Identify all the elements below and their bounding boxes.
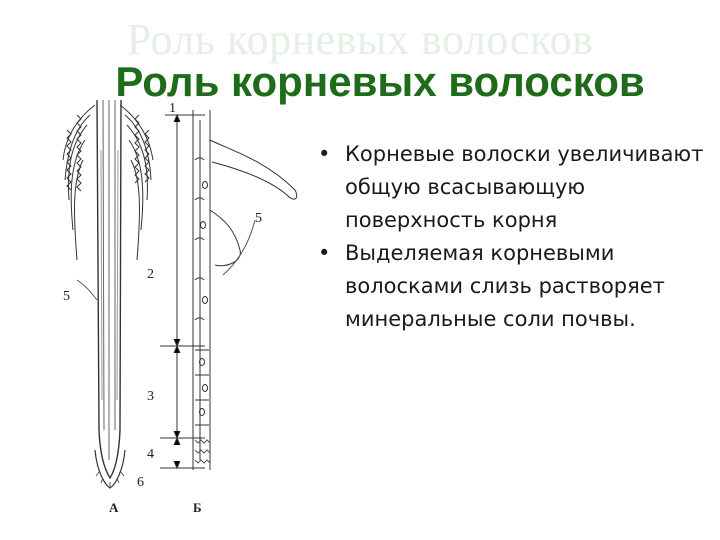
label-panel-b: Б	[193, 500, 202, 515]
label-zone-1: 1	[169, 101, 176, 116]
root-panel-b	[77, 110, 297, 470]
root-panel-a	[63, 100, 153, 488]
label-panel-a: А	[109, 500, 119, 515]
label-hair-left: 5	[63, 289, 70, 304]
zone-markers	[160, 115, 205, 468]
root-diagram: 1 2 3 4 6 5 5 А Б	[55, 100, 320, 520]
label-root-cap: 6	[137, 475, 144, 490]
label-zone-4: 4	[147, 447, 154, 462]
bullet-text: Выделяемая корневыми волосками слизь рас…	[345, 237, 712, 336]
label-hair-right: 5	[255, 211, 262, 226]
bullet-text: Корневые волоски увеличивают общую всасы…	[345, 138, 712, 237]
bullet-list: Корневые волоски увеличивают общую всасы…	[312, 138, 712, 336]
label-zone-2: 2	[147, 267, 154, 282]
bullet-item: Выделяемая корневыми волосками слизь рас…	[312, 237, 712, 336]
bullet-item: Корневые волоски увеличивают общую всасы…	[312, 138, 712, 237]
label-zone-3: 3	[147, 389, 154, 404]
slide-title: Роль корневых волосков	[0, 58, 720, 106]
